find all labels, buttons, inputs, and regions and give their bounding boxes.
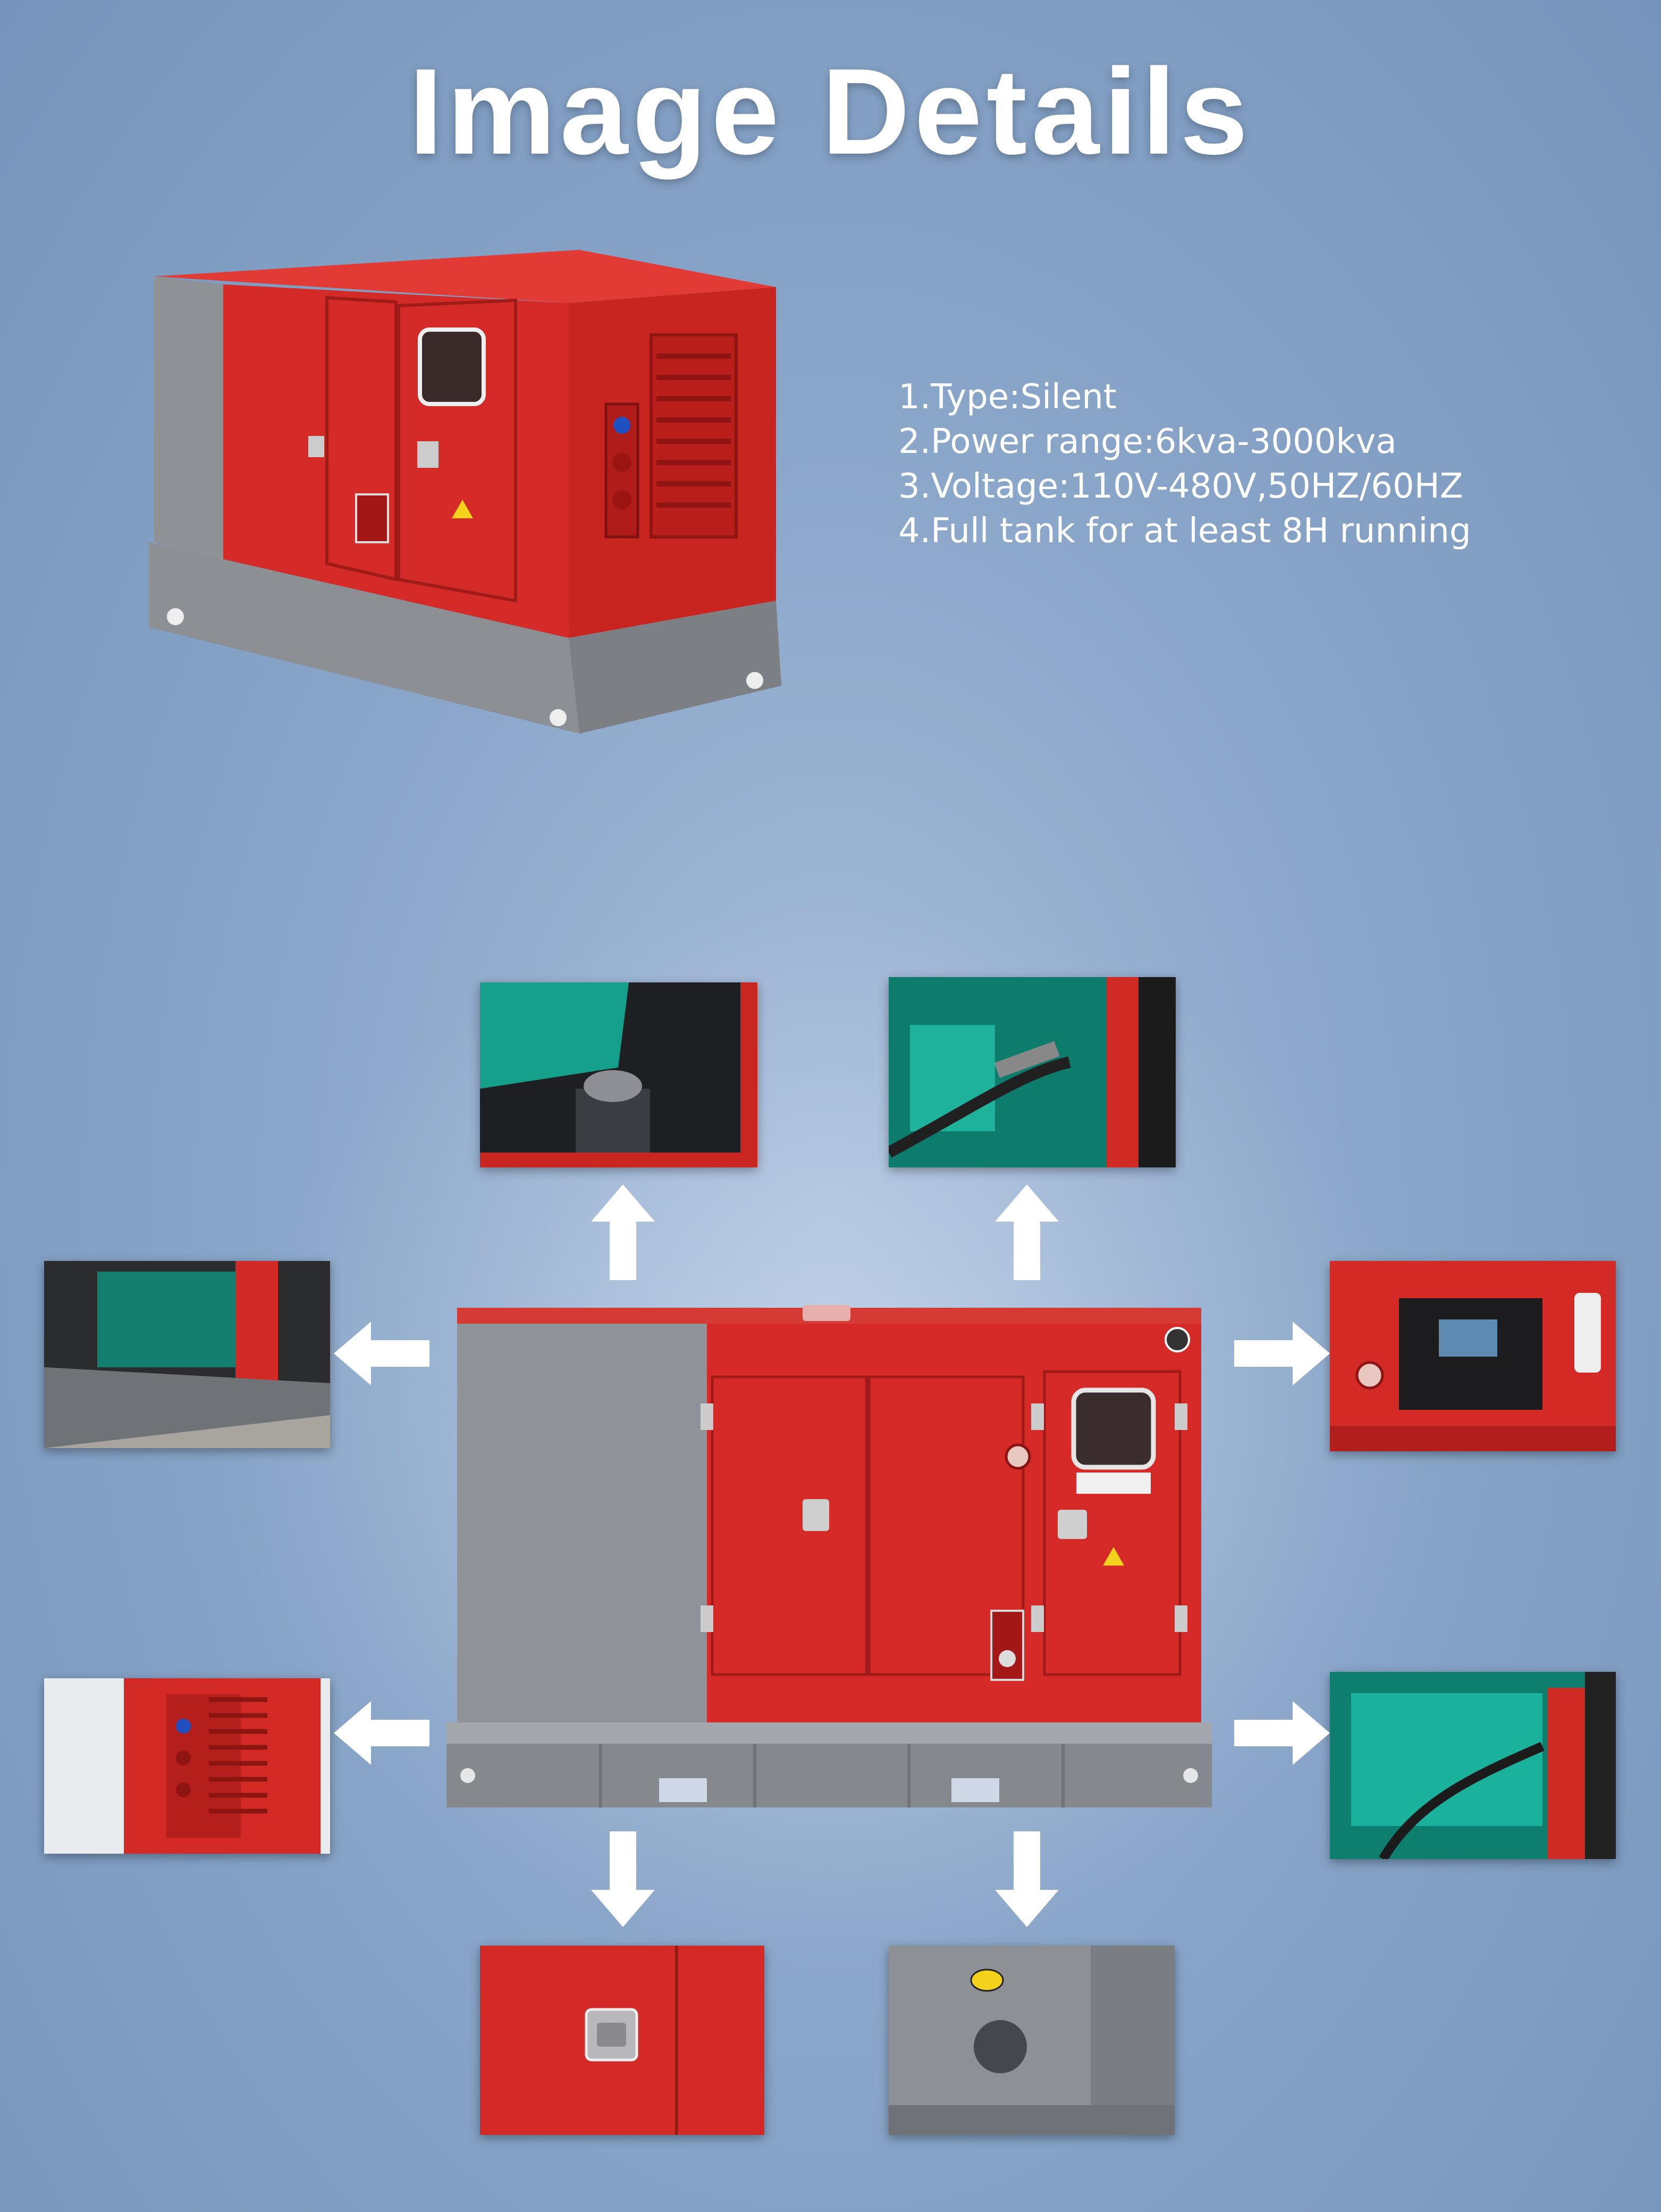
detail-door-lock-image	[480, 1946, 764, 2135]
arrow-right-icon	[1234, 1322, 1330, 1385]
generator-front-image	[446, 1297, 1212, 1813]
detail-engine-side-image	[1330, 1672, 1616, 1859]
arrow-down-icon	[591, 1831, 655, 1927]
arrow-left-icon	[334, 1701, 429, 1765]
spec-fuel-tank: 4.Full tank for at least 8H running	[898, 511, 1471, 551]
spec-voltage: 3.Voltage:110V-480V,50HZ/60HZ	[898, 467, 1463, 506]
detail-open-door-image	[44, 1261, 330, 1448]
spec-list: 1.Type:Silent 2.Power range:6kva-3000kva…	[898, 375, 1471, 553]
detail-engine-mount-image	[480, 982, 757, 1167]
detail-side-louver-image	[44, 1678, 330, 1854]
generator-perspective-image	[144, 245, 797, 771]
detail-engine-wiring-image	[889, 977, 1176, 1167]
page-title: Image Details	[409, 43, 1252, 180]
detail-base-drain-image	[889, 1946, 1175, 2135]
spec-power-range: 2.Power range:6kva-3000kva	[898, 422, 1397, 461]
arrow-up-icon	[995, 1184, 1059, 1280]
arrow-right-icon	[1234, 1701, 1330, 1765]
arrow-down-icon	[995, 1831, 1059, 1927]
detail-control-panel-image	[1330, 1261, 1616, 1451]
arrow-up-icon	[591, 1184, 655, 1280]
spec-type: 1.Type:Silent	[898, 377, 1117, 417]
arrow-left-icon	[334, 1322, 429, 1385]
